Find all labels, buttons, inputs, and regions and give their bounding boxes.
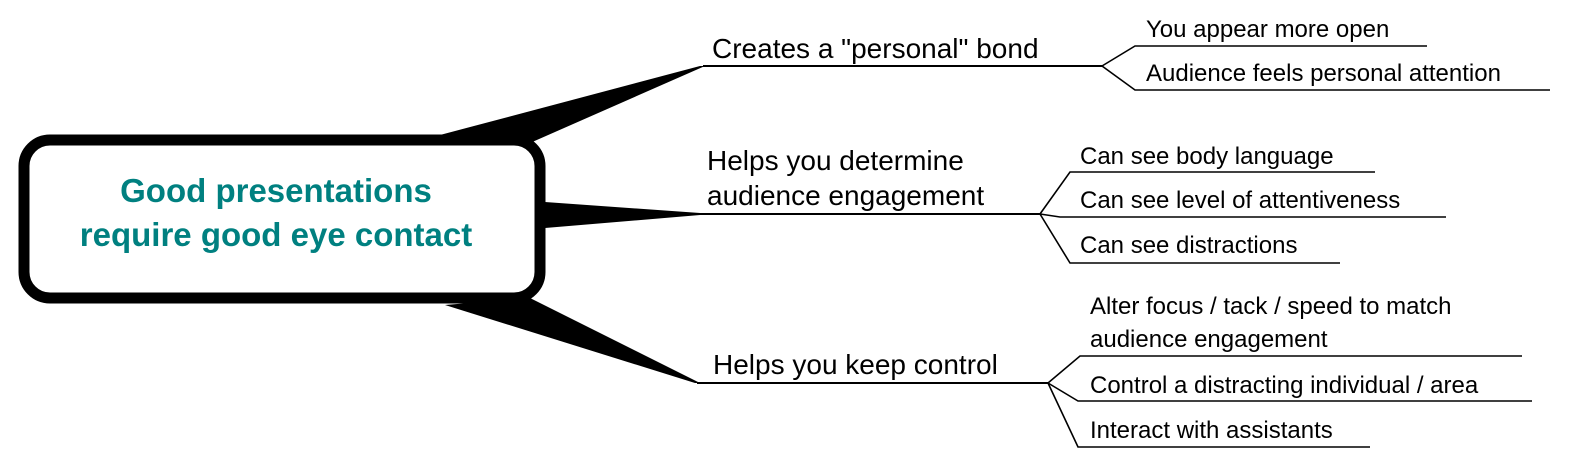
leaf-group-branch-1: You appear more open Audience feels pers… [1101,16,1550,91]
connector [1101,65,1550,91]
central-node[interactable]: Good presentations require good eye cont… [18,134,546,304]
leaf-item[interactable]: Interact with assistants [1090,417,1333,444]
connector [1039,171,1375,215]
connector [1101,45,1427,67]
branch-label: Creates a "personal" bond [712,33,1039,64]
connector [1047,382,1532,402]
connector [1047,355,1522,384]
central-node-border [18,134,546,304]
branch-label: Helps you keep control [713,349,998,380]
leaf-item[interactable]: Control a distracting individual / area [1090,372,1479,399]
connector [1039,213,1446,218]
wedge-branch-3 [445,298,700,383]
leaf-item[interactable]: You appear more open [1146,16,1389,43]
connector [1047,382,1370,448]
leaf-item[interactable]: Audience feels personal attention [1146,60,1501,87]
branch-keep-control[interactable]: Helps you keep control [697,349,1048,384]
leaf-group-branch-3: Alter focus / tack / speed to match audi… [1047,293,1532,448]
leaf-item[interactable]: Can see body language [1080,143,1334,170]
leaf-item[interactable]: Can see level of attentiveness [1080,187,1400,214]
central-node-line-2: require good eye contact [80,216,472,253]
leaf-group-branch-2: Can see body language Can see level of a… [1039,143,1446,264]
leaf-item-line-2[interactable]: audience engagement [1090,326,1328,353]
connector [1039,213,1340,264]
branch-label-line-2: audience engagement [707,180,984,211]
branch-label-line-1: Helps you determine [707,145,964,176]
branch-personal-bond[interactable]: Creates a "personal" bond [703,33,1102,67]
wedge-branch-1 [440,66,705,143]
branch-audience-engagement[interactable]: Helps you determine audience engagement [545,145,1040,215]
central-node-line-1: Good presentations [120,172,432,209]
leaf-item[interactable]: Can see distractions [1080,232,1297,259]
leaf-item-line-1[interactable]: Alter focus / tack / speed to match [1090,293,1452,320]
